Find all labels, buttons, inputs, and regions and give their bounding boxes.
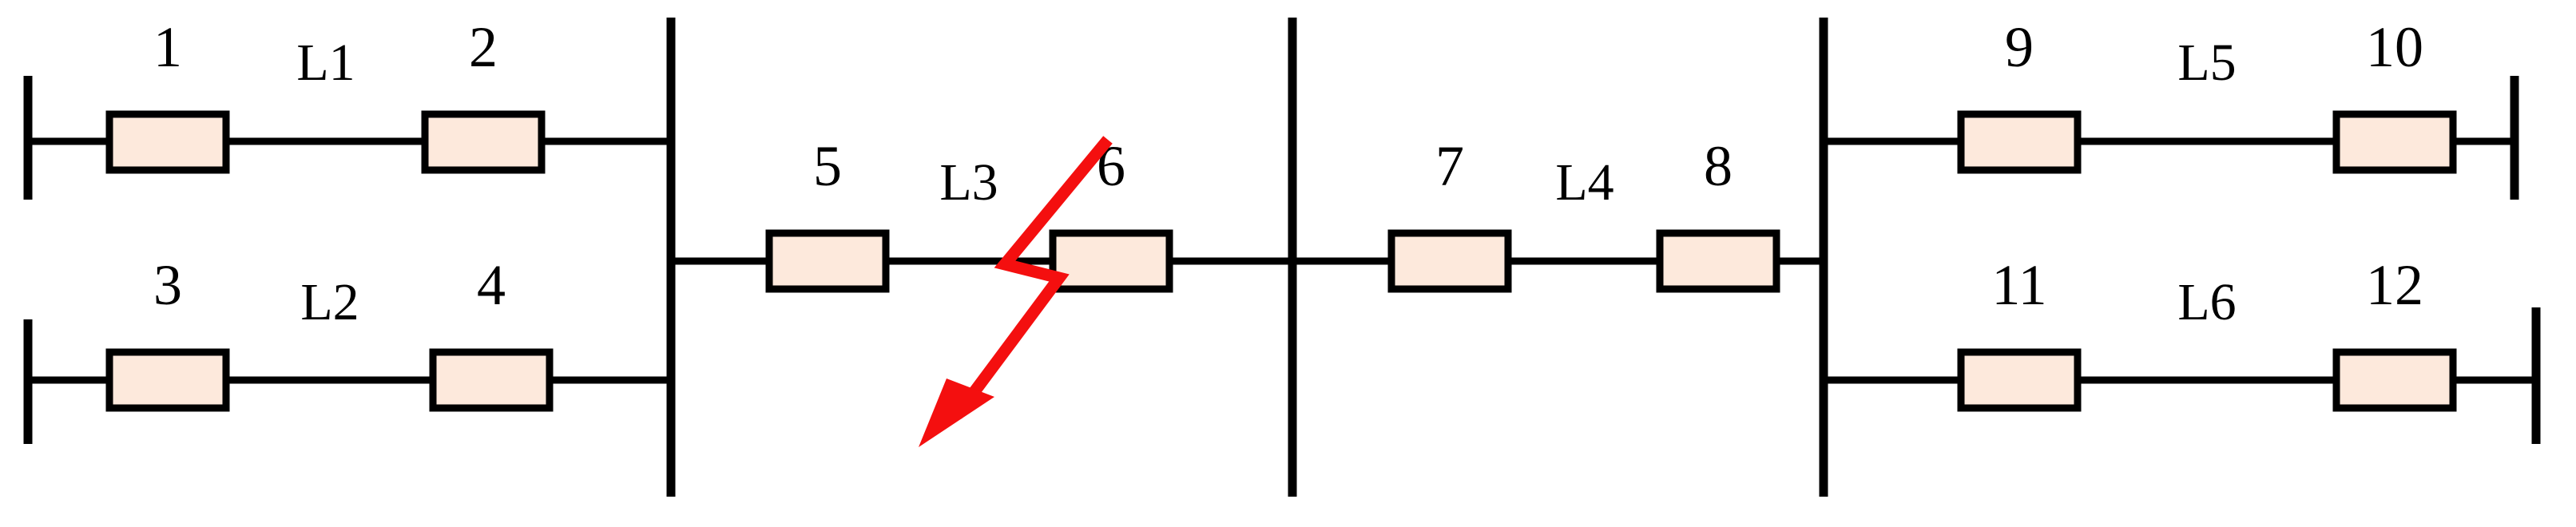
- breaker-label-8: 8: [1704, 134, 1733, 198]
- breaker-label-3: 3: [153, 253, 182, 317]
- feeder-lines-group: [28, 137, 2536, 384]
- circuit-breaker-3[interactable]: [105, 348, 230, 412]
- line-label-L5: L5: [2177, 34, 2236, 92]
- line-label-L1: L1: [296, 34, 355, 92]
- breaker-label-9: 9: [2005, 15, 2034, 79]
- line-label-L4: L4: [1555, 153, 1613, 212]
- breaker-label-10: 10: [2366, 15, 2423, 79]
- fault-arrow-group: [919, 136, 1113, 447]
- circuit-breaker-6[interactable]: [1049, 229, 1173, 293]
- circuit-breaker-2[interactable]: [421, 110, 546, 174]
- breaker-label-11: 11: [1991, 253, 2046, 317]
- circuit-breaker-12[interactable]: [2332, 348, 2457, 412]
- fault-arrowhead-icon: [919, 378, 994, 447]
- breaker-label-12: 12: [2366, 253, 2423, 317]
- circuit-breaker-9[interactable]: [1957, 110, 2082, 174]
- circuit-breaker-4[interactable]: [429, 348, 554, 412]
- busbars-group: [23, 18, 2541, 497]
- breaker-label-7: 7: [1435, 134, 1464, 198]
- circuit-breaker-8[interactable]: [1656, 229, 1780, 293]
- breaker-label-4: 4: [477, 253, 506, 317]
- circuit-breaker-11[interactable]: [1957, 348, 2082, 412]
- circuit-breaker-7[interactable]: [1387, 229, 1512, 293]
- breaker-label-1: 1: [153, 15, 182, 79]
- line-label-L6: L6: [2177, 273, 2236, 331]
- line-label-L3: L3: [939, 153, 998, 212]
- circuit-breakers-group: [105, 110, 2457, 412]
- line-label-L2: L2: [300, 273, 359, 331]
- circuit-breaker-5[interactable]: [765, 229, 890, 293]
- circuit-breaker-10[interactable]: [2332, 110, 2457, 174]
- circuit-breaker-1[interactable]: [105, 110, 230, 174]
- fault-bolt-icon: [951, 136, 1113, 419]
- breaker-label-5: 5: [813, 134, 842, 198]
- breaker-label-2: 2: [469, 15, 498, 79]
